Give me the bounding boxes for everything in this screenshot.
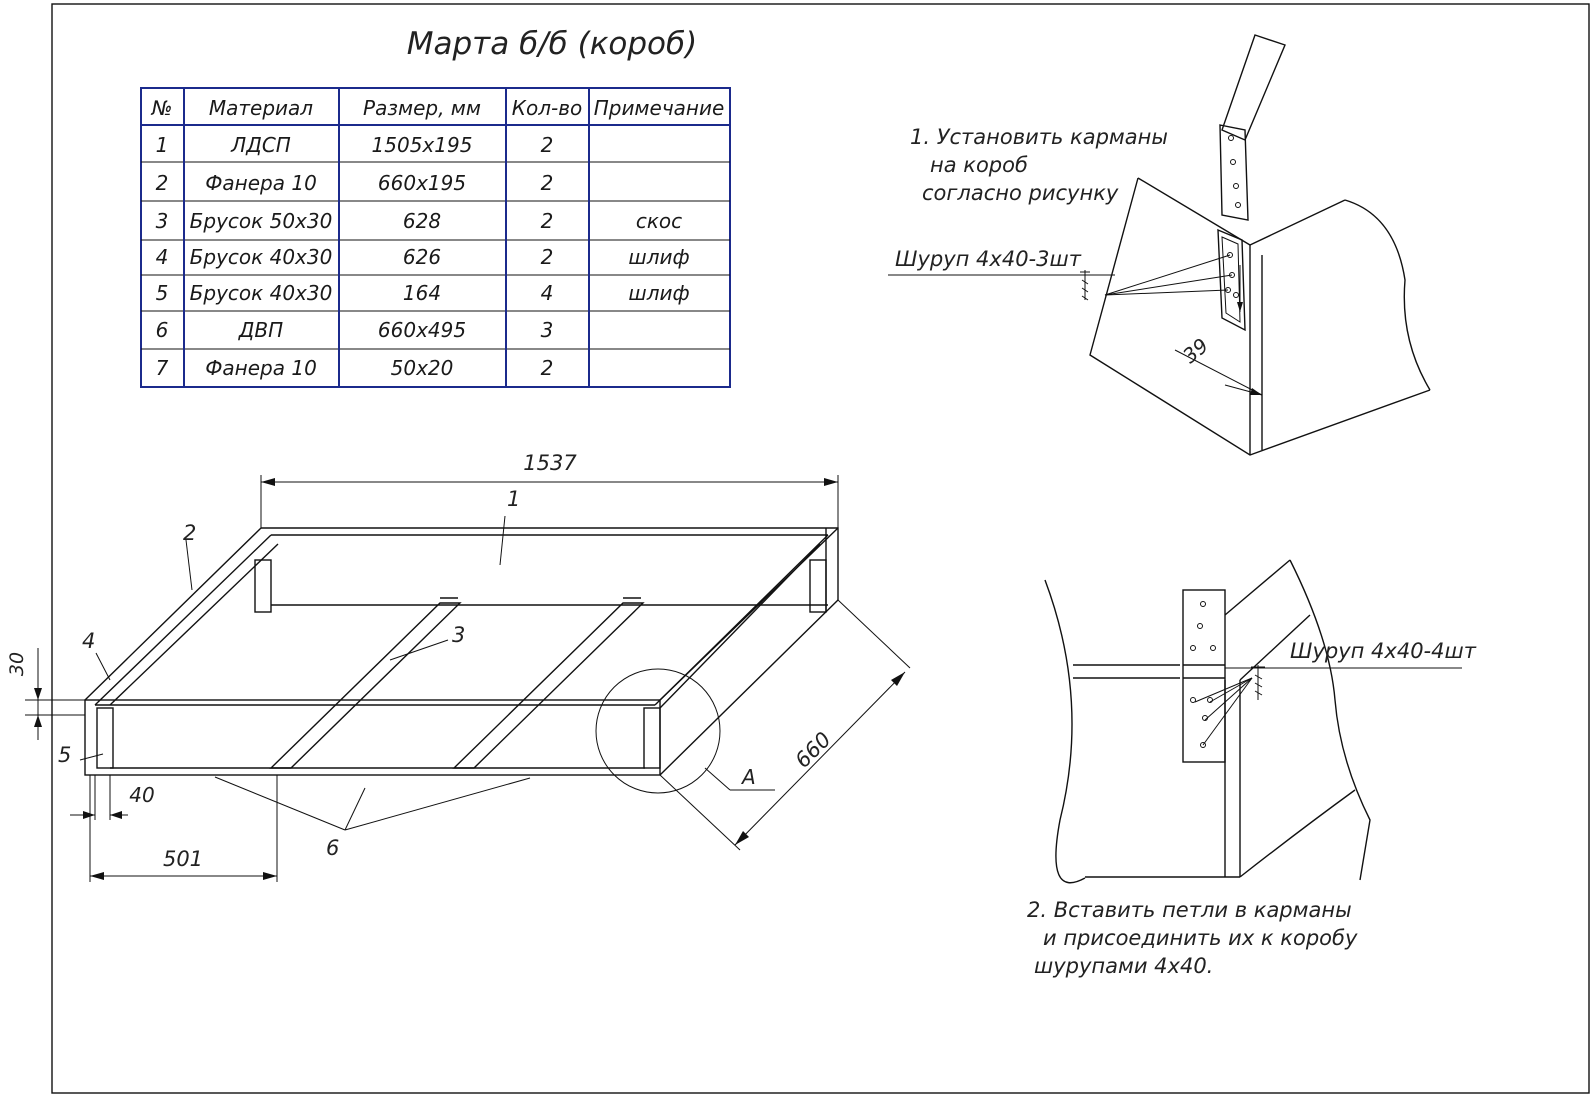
table-cell: Брусок 40х30 — [190, 281, 333, 305]
table-cell: 2 — [541, 245, 554, 269]
step1-detail-view: 1. Установить карманы на короб согласно … — [888, 34, 1431, 456]
step1-line-1: 1. Установить карманы — [910, 125, 1168, 149]
table-cell: 1505х195 — [372, 133, 473, 157]
table-header-note: Примечание — [594, 96, 725, 120]
drawing-frame — [51, 3, 1590, 1094]
table-cell: 1 — [156, 133, 169, 157]
table-cell: 6 — [156, 318, 169, 342]
dim-length: 1537 — [523, 451, 577, 475]
table-cell: 660х495 — [378, 318, 466, 342]
table-cell: 4 — [156, 245, 169, 269]
table-header-qty: Кол-во — [512, 96, 582, 120]
table-header-material: Материал — [209, 96, 313, 120]
table-cell: Фанера 10 — [205, 356, 317, 380]
step2-line-2: и присоединить их к коробу — [1043, 926, 1358, 950]
table-cell: 50х20 — [391, 356, 454, 380]
part-label-6: 6 — [326, 836, 339, 860]
table-cell: 7 — [156, 356, 169, 380]
table-cell: 628 — [403, 209, 441, 233]
part-label-3: 3 — [452, 623, 465, 647]
step2-screw-label: Шуруп 4х40-4шт — [1290, 639, 1477, 663]
table-cell: скос — [636, 209, 682, 233]
dim-spacing: 501 — [163, 847, 203, 871]
detail-label-a: А — [740, 765, 756, 789]
box-isometric-view: А 1537 660 30 40 501 — [6, 451, 911, 882]
step1-screw-label: Шуруп 4х40-3шт — [895, 247, 1082, 271]
part-label-4: 4 — [82, 629, 95, 653]
table-cell: 2 — [156, 171, 169, 195]
table-cell: ДВП — [238, 318, 283, 342]
table-cell: шлиф — [628, 281, 689, 305]
table-cell: 164 — [403, 281, 441, 305]
table-cell: 660х195 — [378, 171, 466, 195]
part-label-1: 1 — [507, 487, 520, 511]
step2-line-3: шурупами 4х40. — [1034, 954, 1213, 978]
table-cell: 2 — [541, 209, 554, 233]
step2-line-1: 2. Вставить петли в карманы — [1027, 898, 1352, 922]
table-cell: Брусок 50х30 — [190, 209, 333, 233]
table-cell: 5 — [156, 281, 169, 305]
specification-table: № Материал Размер, мм Кол-во Примечание … — [140, 87, 731, 388]
table-cell: 3 — [541, 318, 554, 342]
drawing-title: Марта б/б (короб) — [407, 26, 698, 62]
table-cell: 626 — [403, 245, 441, 269]
part-label-2: 2 — [183, 521, 196, 545]
table-header-number: № — [151, 96, 173, 120]
table-cell: Фанера 10 — [205, 171, 317, 195]
table-cell: 2 — [541, 171, 554, 195]
table-cell: 4 — [541, 281, 554, 305]
table-cell: 3 — [156, 209, 169, 233]
step1-line-2: на короб — [930, 153, 1028, 177]
table-cell: ЛДСП — [230, 133, 291, 157]
table-cell: 2 — [541, 133, 554, 157]
table-header-size: Размер, мм — [363, 96, 481, 120]
dim-height: 30 — [6, 652, 28, 676]
dim-width: 660 — [790, 727, 835, 772]
dim-offset: 40 — [129, 783, 154, 807]
part-label-5: 5 — [58, 743, 71, 767]
step1-dim-39: 39 — [1178, 333, 1213, 368]
table-cell: шлиф — [628, 245, 689, 269]
step2-detail-view: Шуруп 4х40-4шт 2. Вставить петли в карма… — [1027, 559, 1477, 978]
step1-line-3: согласно рисунку — [922, 181, 1119, 205]
table-cell: 2 — [541, 356, 554, 380]
table-cell: Брусок 40х30 — [190, 245, 333, 269]
